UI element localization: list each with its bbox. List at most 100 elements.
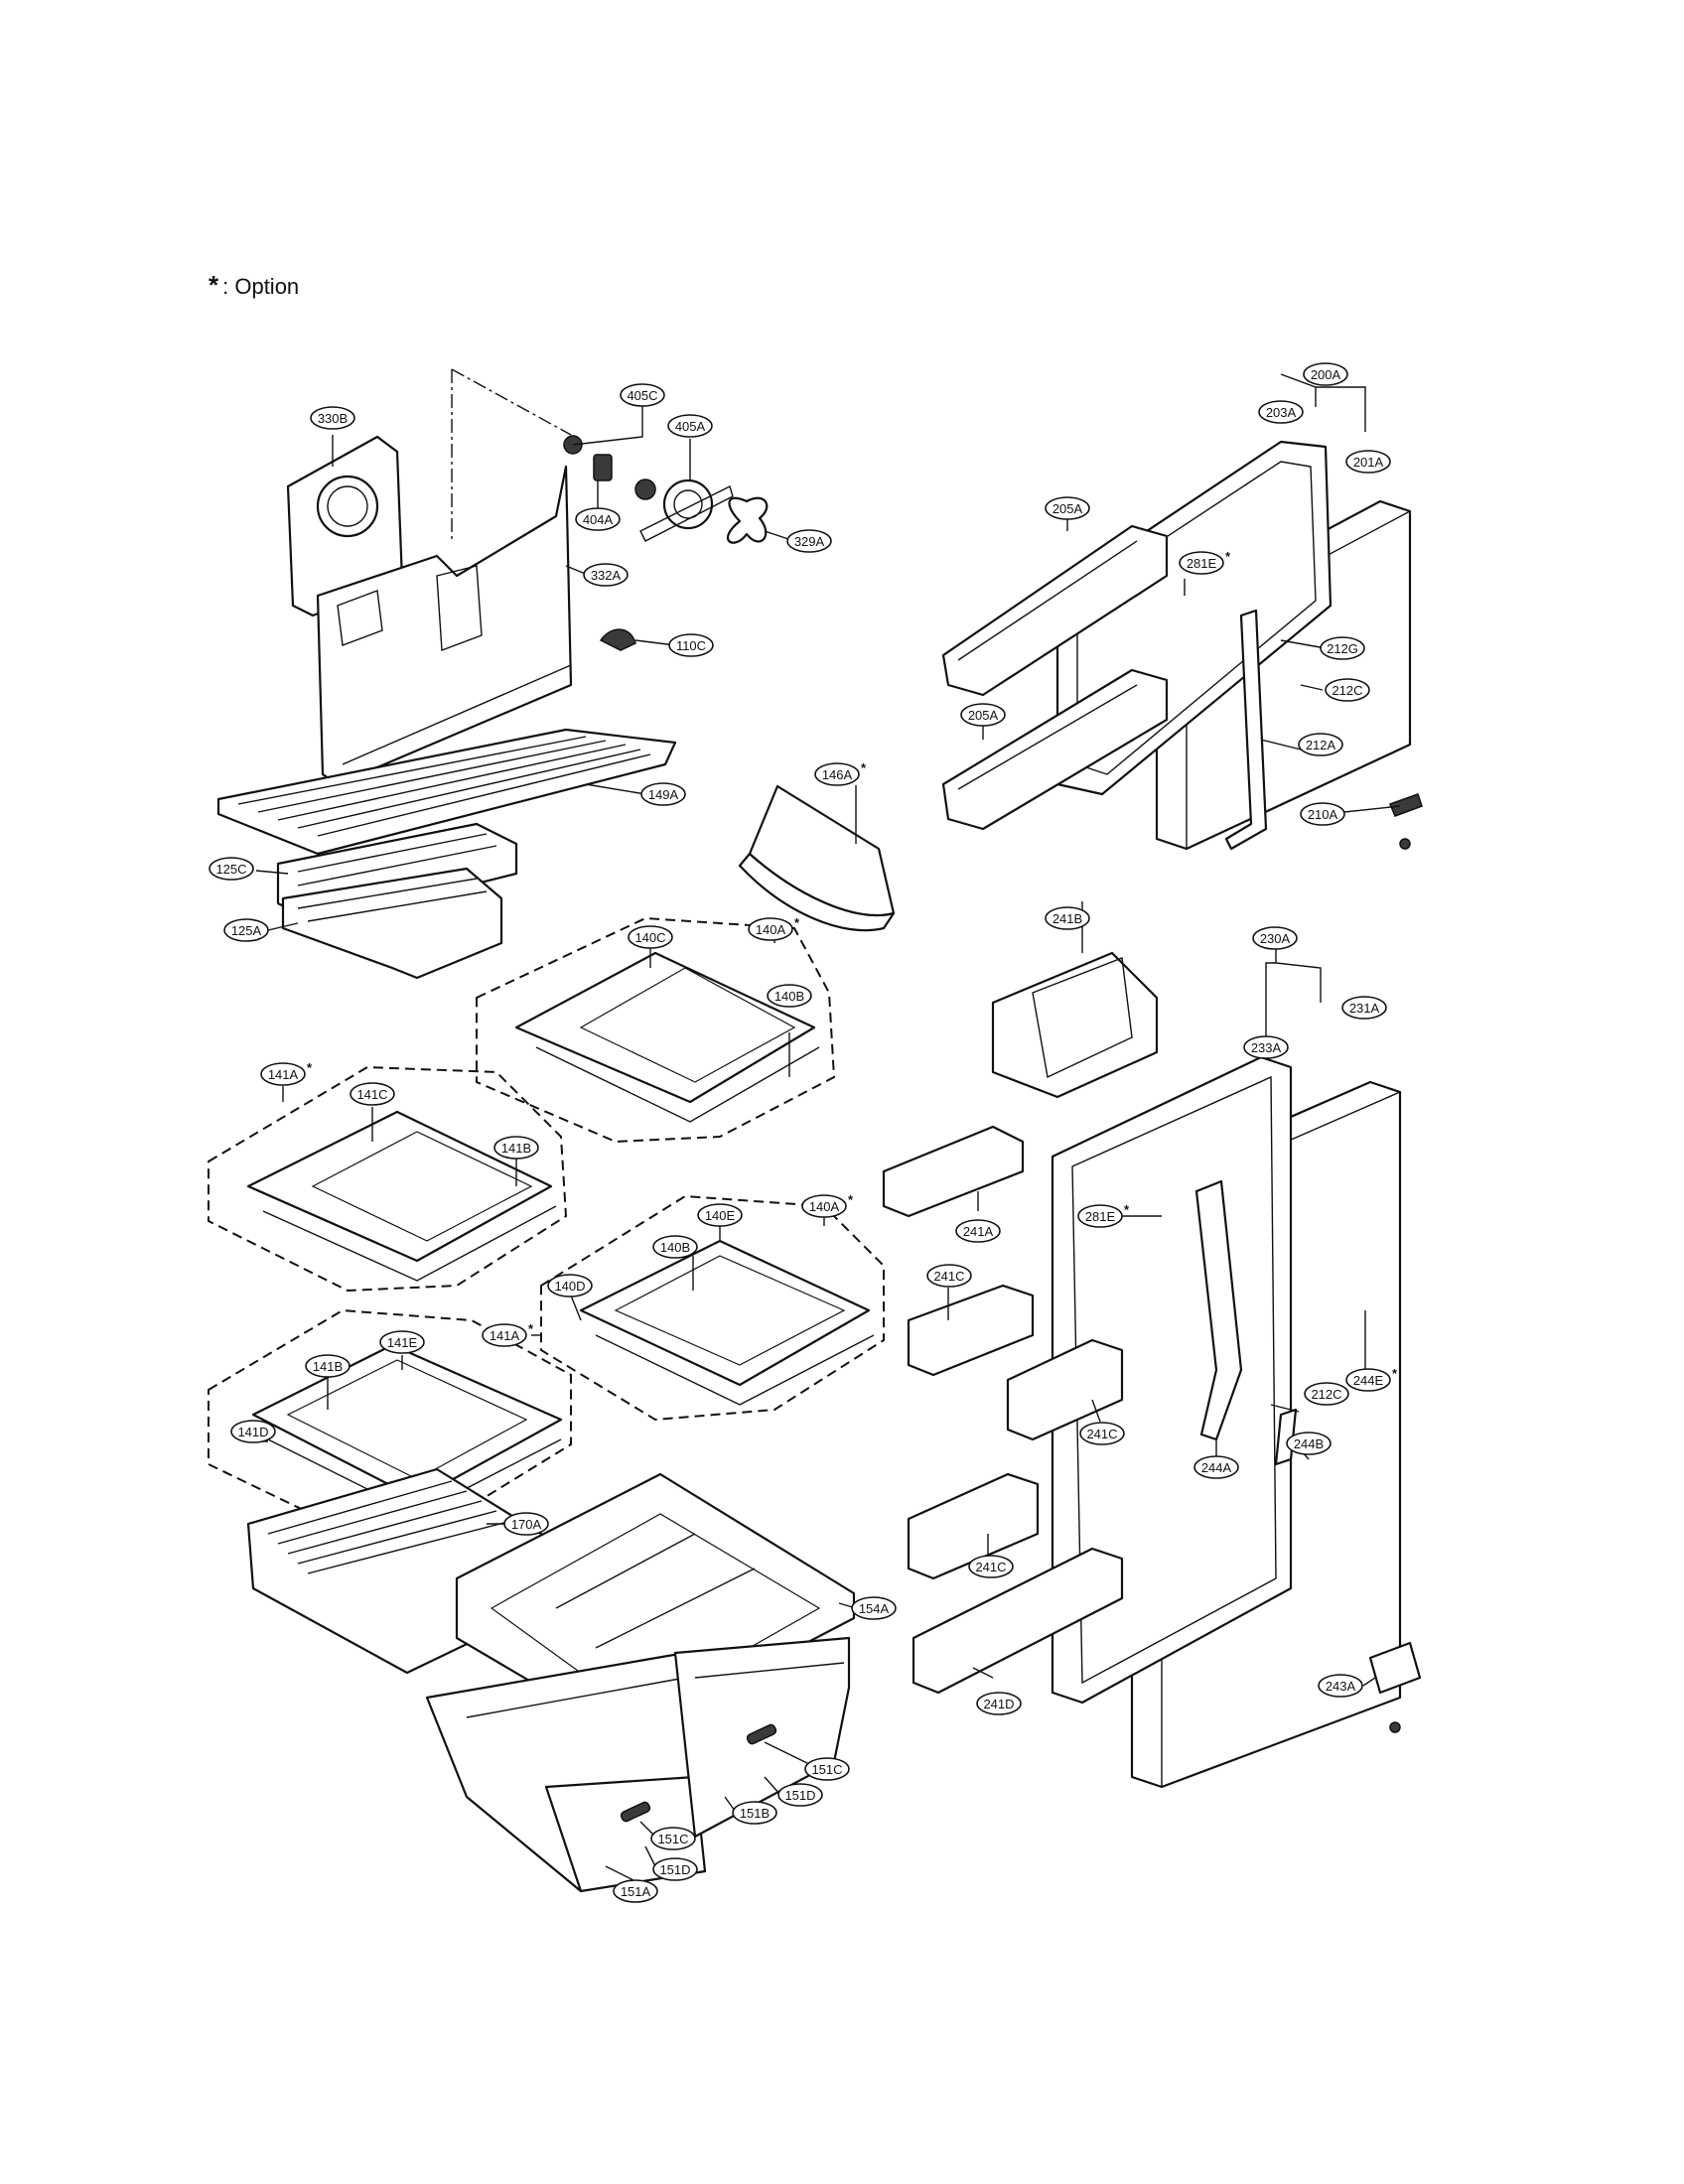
callout-bubble bbox=[209, 857, 254, 881]
callout-text: 231A bbox=[1349, 1001, 1380, 1016]
callout-bubble bbox=[1303, 362, 1348, 386]
callout-text: 151D bbox=[784, 1788, 815, 1803]
option-marker: * bbox=[794, 915, 800, 930]
option-marker: * bbox=[861, 760, 867, 775]
callout-212g: 212G bbox=[1320, 636, 1365, 660]
callout-text: 244B bbox=[1294, 1436, 1324, 1451]
callout-text: 281E bbox=[1187, 556, 1217, 571]
callout-text: 125C bbox=[215, 862, 246, 877]
callout-bubble bbox=[652, 1235, 698, 1259]
ice-bin-125A bbox=[281, 867, 503, 980]
callout-244b: 244B bbox=[1286, 1432, 1332, 1455]
callout-text: 140D bbox=[554, 1279, 585, 1294]
option-legend-text: : Option bbox=[222, 274, 300, 299]
callout-bubble bbox=[851, 1596, 897, 1620]
callout-bubble bbox=[1325, 678, 1370, 702]
callout-332a: 332A bbox=[583, 563, 629, 587]
callout-bubble bbox=[697, 1203, 743, 1227]
callout-140a: 140A* bbox=[801, 1192, 854, 1218]
callout-bubble bbox=[777, 1783, 823, 1807]
callout-140e: 140E bbox=[697, 1203, 743, 1227]
door-bins-241 bbox=[882, 1125, 1124, 1695]
callout-bubble bbox=[1179, 551, 1224, 575]
shelf-group-141A-low bbox=[208, 1308, 572, 1531]
callout-404a: 404A bbox=[575, 507, 621, 531]
callout-bubble bbox=[613, 1879, 658, 1903]
callout-281e: 281E* bbox=[1179, 549, 1231, 575]
option-marker: * bbox=[1124, 1202, 1130, 1217]
callout-140c: 140C bbox=[628, 925, 673, 949]
callout-329a: 329A bbox=[786, 529, 832, 553]
callout-bubble bbox=[1345, 1368, 1391, 1392]
callout-text: 405A bbox=[675, 419, 706, 434]
callout-330b: 330B bbox=[310, 406, 355, 430]
callout-text: 149A bbox=[648, 787, 679, 802]
callout-bubble bbox=[667, 414, 713, 438]
callout-210a: 210A bbox=[1300, 802, 1345, 826]
callout-151c: 151C bbox=[650, 1827, 696, 1850]
callout-231a: 231A bbox=[1341, 996, 1387, 1020]
callout-text: 151C bbox=[811, 1762, 842, 1777]
callout-bubble bbox=[748, 917, 793, 941]
freezer-bin-205A-low bbox=[941, 668, 1169, 831]
callout-405a: 405A bbox=[667, 414, 713, 438]
callout-154a: 154A bbox=[851, 1596, 897, 1620]
callout-bubble bbox=[926, 1264, 972, 1288]
callout-405c: 405C bbox=[620, 383, 665, 407]
callout-241c: 241C bbox=[968, 1555, 1014, 1578]
freezer-bin-205A-top bbox=[941, 524, 1169, 697]
callout-text: 212G bbox=[1327, 641, 1358, 656]
callout-243a: 243A bbox=[1318, 1674, 1363, 1698]
callout-125a: 125A bbox=[223, 918, 269, 942]
callout-bubble bbox=[960, 703, 1006, 727]
callout-151c: 151C bbox=[804, 1757, 850, 1781]
callout-244e: 244E* bbox=[1345, 1366, 1398, 1392]
callout-203a: 203A bbox=[1258, 400, 1304, 424]
callout-text: 281E bbox=[1085, 1209, 1116, 1224]
callout-bubble bbox=[668, 633, 714, 657]
callout-bubble bbox=[640, 782, 686, 806]
callout-141b: 141B bbox=[305, 1354, 351, 1378]
callout-bubble bbox=[1045, 496, 1090, 520]
callout-text: 125A bbox=[231, 923, 262, 938]
callout-text: 241C bbox=[975, 1560, 1006, 1574]
egg-tray-241B bbox=[991, 951, 1159, 1099]
callout-125c: 125C bbox=[209, 857, 254, 881]
callout-text: 241C bbox=[1086, 1427, 1117, 1441]
callout-205a: 205A bbox=[960, 703, 1006, 727]
callout-141b: 141B bbox=[493, 1136, 539, 1160]
callout-text: 110C bbox=[676, 638, 706, 653]
callout-bubble bbox=[1286, 1432, 1332, 1455]
callout-bubble bbox=[801, 1194, 847, 1218]
callout-bubble bbox=[1045, 906, 1090, 930]
callout-140b: 140B bbox=[652, 1235, 698, 1259]
fan-motor-parts bbox=[563, 435, 769, 544]
callout-text: 170A bbox=[511, 1517, 542, 1532]
callout-241a: 241A bbox=[955, 1219, 1001, 1243]
freezer-handle-212A bbox=[1224, 609, 1268, 851]
callout-text: 212C bbox=[1332, 683, 1362, 698]
callout-bubble bbox=[223, 918, 269, 942]
callout-bubble bbox=[786, 529, 832, 553]
callout-text: 244E bbox=[1353, 1373, 1384, 1388]
callout-bubble bbox=[814, 762, 860, 786]
callout-text: 212C bbox=[1311, 1387, 1341, 1402]
callout-text: 141B bbox=[501, 1141, 531, 1156]
callout-151b: 151B bbox=[732, 1801, 777, 1825]
callout-text: 230A bbox=[1260, 931, 1291, 946]
callout-text: 141B bbox=[313, 1359, 343, 1374]
callout-bubble bbox=[1252, 926, 1298, 950]
callout-text: 141C bbox=[356, 1087, 387, 1102]
callout-text: 141A bbox=[490, 1328, 520, 1343]
callout-text: 151C bbox=[657, 1832, 688, 1846]
callout-text: 241C bbox=[933, 1269, 964, 1284]
shelf-group-140A-top bbox=[476, 916, 836, 1144]
callout-200a: 200A bbox=[1303, 362, 1348, 386]
callout-text: 243A bbox=[1326, 1679, 1356, 1694]
callout-233a: 233A bbox=[1243, 1035, 1289, 1059]
callout-bubble bbox=[652, 1857, 698, 1881]
callout-bubble bbox=[1298, 733, 1343, 756]
callout-bubble bbox=[1318, 1674, 1363, 1698]
callout-bubble bbox=[650, 1827, 696, 1850]
callout-212c: 212C bbox=[1325, 678, 1370, 702]
